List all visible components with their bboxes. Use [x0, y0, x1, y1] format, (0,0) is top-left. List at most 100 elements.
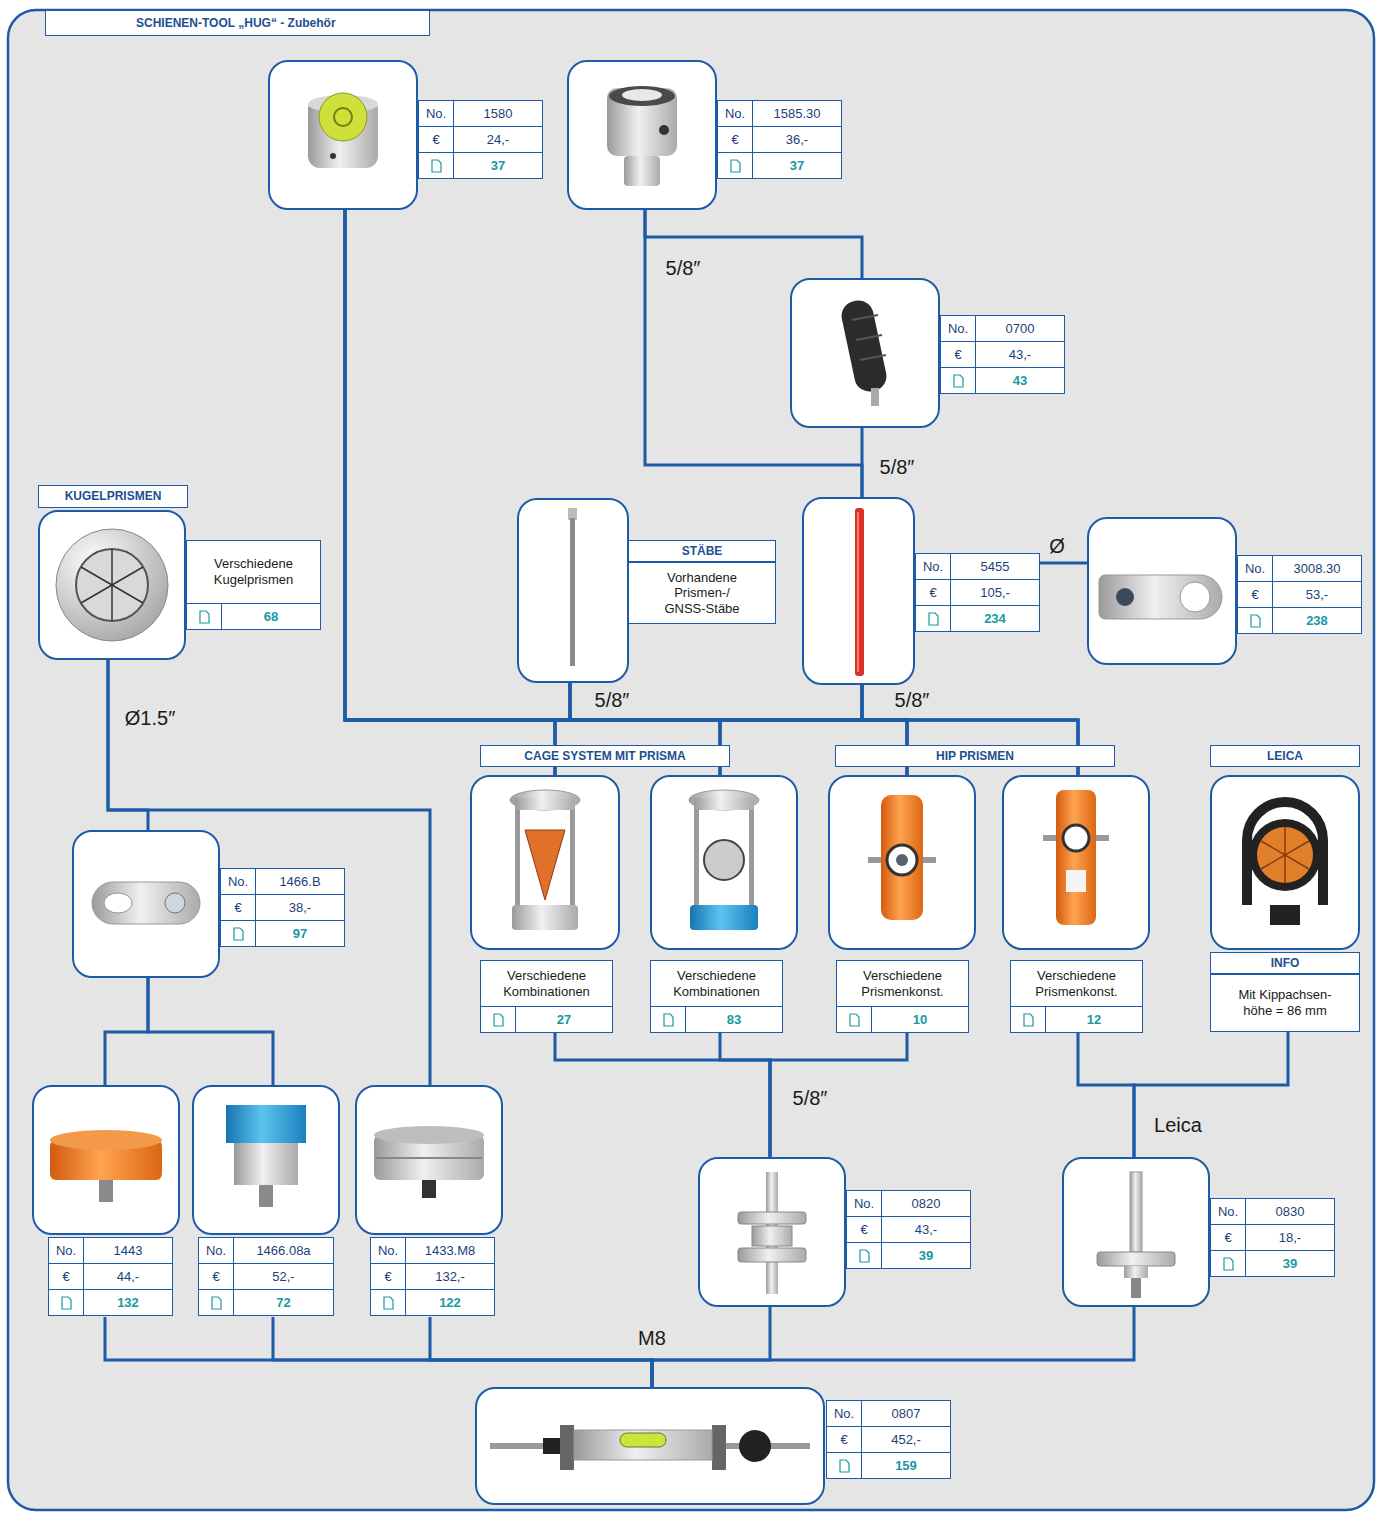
hip-pin	[1043, 835, 1056, 841]
product-entry: No.0830€18,-39	[1062, 1157, 1335, 1307]
heading-text: INFO	[1271, 956, 1300, 970]
panel-ground	[8, 10, 1374, 1510]
info-text-cell: Vorhandene Prismen-/ GNSS-Stäbe	[629, 563, 775, 623]
table-cell: 37	[753, 153, 841, 178]
table-key: €	[860, 1222, 867, 1238]
table-key: €	[929, 585, 936, 601]
section-heading: INFO	[1210, 952, 1360, 974]
table-key: €	[954, 347, 961, 363]
page-icon-outline	[731, 160, 740, 172]
leica-prism	[1257, 827, 1313, 883]
sphere-prism	[76, 549, 148, 621]
table-key: No.	[923, 559, 943, 575]
page-icon	[953, 374, 964, 388]
info-text-cell: Verschiedene Prismenkonst.	[837, 961, 968, 1006]
table-cell: 159	[862, 1453, 950, 1478]
table-cell: 38,-	[256, 895, 344, 920]
connector-line	[861, 428, 864, 497]
cage-prism	[525, 830, 565, 900]
card-ground	[192, 1085, 340, 1235]
adapter-screw	[422, 1180, 436, 1198]
price: 43,-	[1009, 347, 1031, 363]
table-cell	[847, 1243, 881, 1268]
page-icon-outline	[1224, 1258, 1233, 1270]
price: 53,-	[1306, 587, 1328, 603]
page-icon	[1023, 1013, 1034, 1027]
table-key: €	[62, 1269, 69, 1285]
page-number: 37	[491, 158, 505, 174]
page-number: 72	[276, 1295, 290, 1311]
photo-card	[268, 60, 418, 210]
card-ground	[1062, 1157, 1210, 1307]
page-icon-outline	[1024, 1014, 1033, 1026]
level-vial	[622, 89, 662, 101]
table-cell: 234	[951, 606, 1039, 631]
connector-line	[105, 1317, 652, 1387]
cage-cap	[510, 790, 580, 810]
product-entry: No.1585.30€36,-37	[567, 60, 842, 210]
connector-line	[108, 660, 430, 1085]
info-text-cell: Verschiedene Kombinationen	[651, 961, 782, 1006]
rail-bracket	[560, 1425, 574, 1470]
table-cell: 39	[1246, 1251, 1334, 1276]
page-icon	[383, 1296, 394, 1310]
leica-holder-base	[1270, 905, 1300, 925]
card-ground	[517, 498, 629, 683]
leica-prism-frame	[1249, 819, 1321, 891]
cage-post	[570, 810, 575, 905]
table-cell	[651, 1007, 685, 1032]
prism-facet-line	[81, 567, 143, 603]
page-icon	[849, 1013, 860, 1027]
connector-label: 5/8″	[893, 689, 932, 712]
section-heading: CAGE SYSTEM MIT PRISMA	[480, 745, 730, 767]
card-ground	[475, 1387, 825, 1505]
table-cell: 24,-	[454, 127, 542, 152]
info-text-cell: Verschiedene Prismenkonst.	[1011, 961, 1142, 1006]
connector-label: M8	[636, 1327, 668, 1350]
clamp-body	[1099, 575, 1222, 619]
page-number: 43	[1013, 373, 1027, 389]
table-key: No.	[56, 1243, 76, 1259]
price-table: No.1443€44,-132	[48, 1237, 173, 1316]
page-number: 159	[895, 1458, 917, 1474]
section-header: HIP PRISMEN	[835, 745, 1115, 767]
table-cell: No.	[1211, 1199, 1245, 1224]
grip-ridge	[856, 335, 882, 340]
page-icon-outline	[664, 1014, 673, 1026]
table-cell: 238	[1273, 608, 1361, 633]
table-cell: 132	[84, 1290, 172, 1315]
price: 452,-	[891, 1432, 921, 1448]
card-ground	[1087, 517, 1237, 665]
page-number: 238	[1306, 613, 1328, 629]
screw-hole	[330, 153, 336, 159]
table-cell: 132,-	[406, 1264, 494, 1289]
page-icon-outline	[384, 1297, 393, 1309]
photo-card	[475, 1387, 825, 1505]
hip-pin	[923, 857, 936, 863]
table-cell: No.	[941, 316, 975, 341]
rod-sleeve	[543, 1438, 561, 1454]
info-text: Verschiedene Kugelprismen	[187, 556, 320, 587]
table-cell: 72	[234, 1290, 333, 1315]
table-cell: 39	[882, 1243, 970, 1268]
table-key: €	[212, 1269, 219, 1285]
price-table: No.0807€452,-159	[826, 1400, 951, 1479]
page-icon-outline	[860, 1250, 869, 1262]
hip-prism-body	[881, 795, 923, 920]
table-cell	[916, 606, 950, 631]
page-number: 10	[913, 1012, 927, 1028]
price-table: No.1466.08a€52,-72	[198, 1237, 334, 1316]
page-icon	[431, 159, 442, 173]
info-box: Verschiedene Kombinationen83	[650, 960, 783, 1033]
photo-card	[828, 775, 976, 950]
table-cell: €	[718, 127, 752, 152]
connector-line	[430, 1317, 652, 1387]
photo-card	[698, 1157, 846, 1307]
info-box: Verschiedene Kombinationen27	[480, 960, 613, 1033]
product-entry: No.1466.08a€52,-72	[192, 1085, 340, 1317]
page-icon-outline	[62, 1297, 71, 1309]
photo-card	[567, 60, 717, 210]
table-cell: 27	[516, 1007, 612, 1032]
table-cell	[837, 1007, 871, 1032]
photo-card	[355, 1085, 503, 1235]
